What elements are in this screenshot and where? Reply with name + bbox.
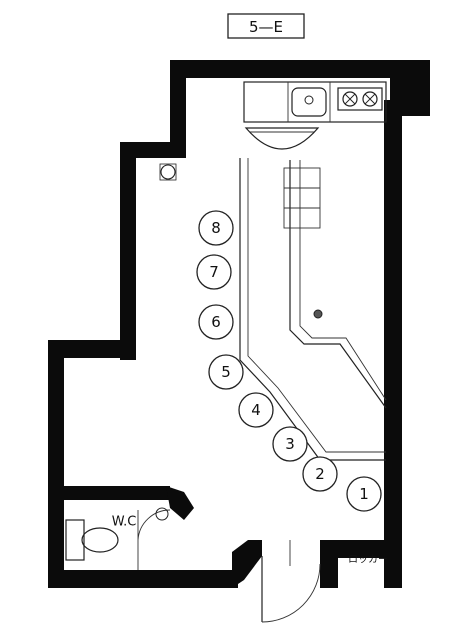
kitchen-equipment	[243, 81, 387, 150]
seat-number: 6	[211, 313, 221, 331]
seat-circle	[208, 354, 244, 390]
seat-number: 8	[211, 219, 221, 237]
door-swing-icon	[261, 540, 321, 623]
sink-icon	[291, 87, 327, 117]
seat-number: 1	[359, 485, 369, 503]
unit-label: 5—E	[249, 18, 283, 36]
locker-label: ロッカー	[348, 554, 388, 566]
seats: 8 7 6 5 4 3 2 1	[196, 210, 382, 512]
fixture-icon	[159, 163, 177, 181]
seat-circle	[272, 426, 308, 462]
seat-circle	[302, 456, 338, 492]
seat-number: 7	[209, 263, 219, 281]
seat-circle	[198, 304, 234, 340]
seat-circle	[238, 392, 274, 428]
wc-room: W.C	[65, 507, 171, 570]
wc-label: W.C	[112, 515, 137, 530]
exterior-walls	[48, 60, 430, 588]
seat-number: 4	[251, 401, 261, 419]
seat-number: 3	[285, 435, 295, 453]
seat-number: 2	[315, 465, 325, 483]
seat-circle	[196, 254, 232, 290]
seat-number: 5	[221, 363, 231, 381]
bar-counter	[239, 158, 387, 461]
toilet-icon	[65, 519, 119, 561]
stove-burner-icon	[337, 87, 383, 111]
seat-circle	[198, 210, 234, 246]
unit-label-box: 5—E	[227, 13, 305, 39]
seat-circle	[346, 476, 382, 512]
